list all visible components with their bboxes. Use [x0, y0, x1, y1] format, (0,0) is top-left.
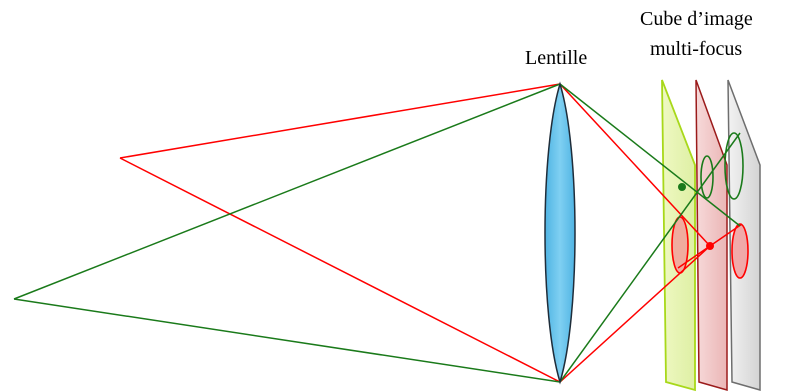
green-ray-object-to-lens-bottom: [13, 298, 561, 383]
red-ray-object-to-lens-top: [119, 83, 561, 159]
focus-ellipse-green-small: [700, 155, 714, 199]
red-ray-lens-top-to-focus: [559, 83, 711, 247]
green-ray-lens-bottom-to-focus: [559, 132, 741, 383]
image-plane-red: [695, 79, 728, 391]
red-rays: [119, 83, 743, 383]
cube-label-line1: Cube d’image: [640, 8, 753, 30]
red-ray-lens-bottom-to-focus: [559, 245, 711, 383]
focus-point-green: [678, 183, 686, 191]
green-rays: [13, 83, 741, 383]
focus-ellipse-red-left: [671, 216, 689, 274]
green-ray-object-to-lens-top: [13, 83, 561, 300]
red-ray-focus-to-back-upper: [709, 223, 743, 247]
focus-point-red: [706, 242, 714, 250]
lens: [544, 81, 576, 385]
red-ray-object-to-lens-bottom: [119, 157, 561, 383]
cube-label-line2: multi-focus: [650, 38, 742, 60]
red-ray-focus-to-back-lower: [677, 245, 711, 269]
focus-ellipse-red-right: [731, 223, 749, 279]
focus-ellipse-green-large: [724, 132, 744, 200]
lens-label: Lentille: [525, 47, 587, 69]
green-ray-lens-top-to-focus: [559, 83, 741, 227]
